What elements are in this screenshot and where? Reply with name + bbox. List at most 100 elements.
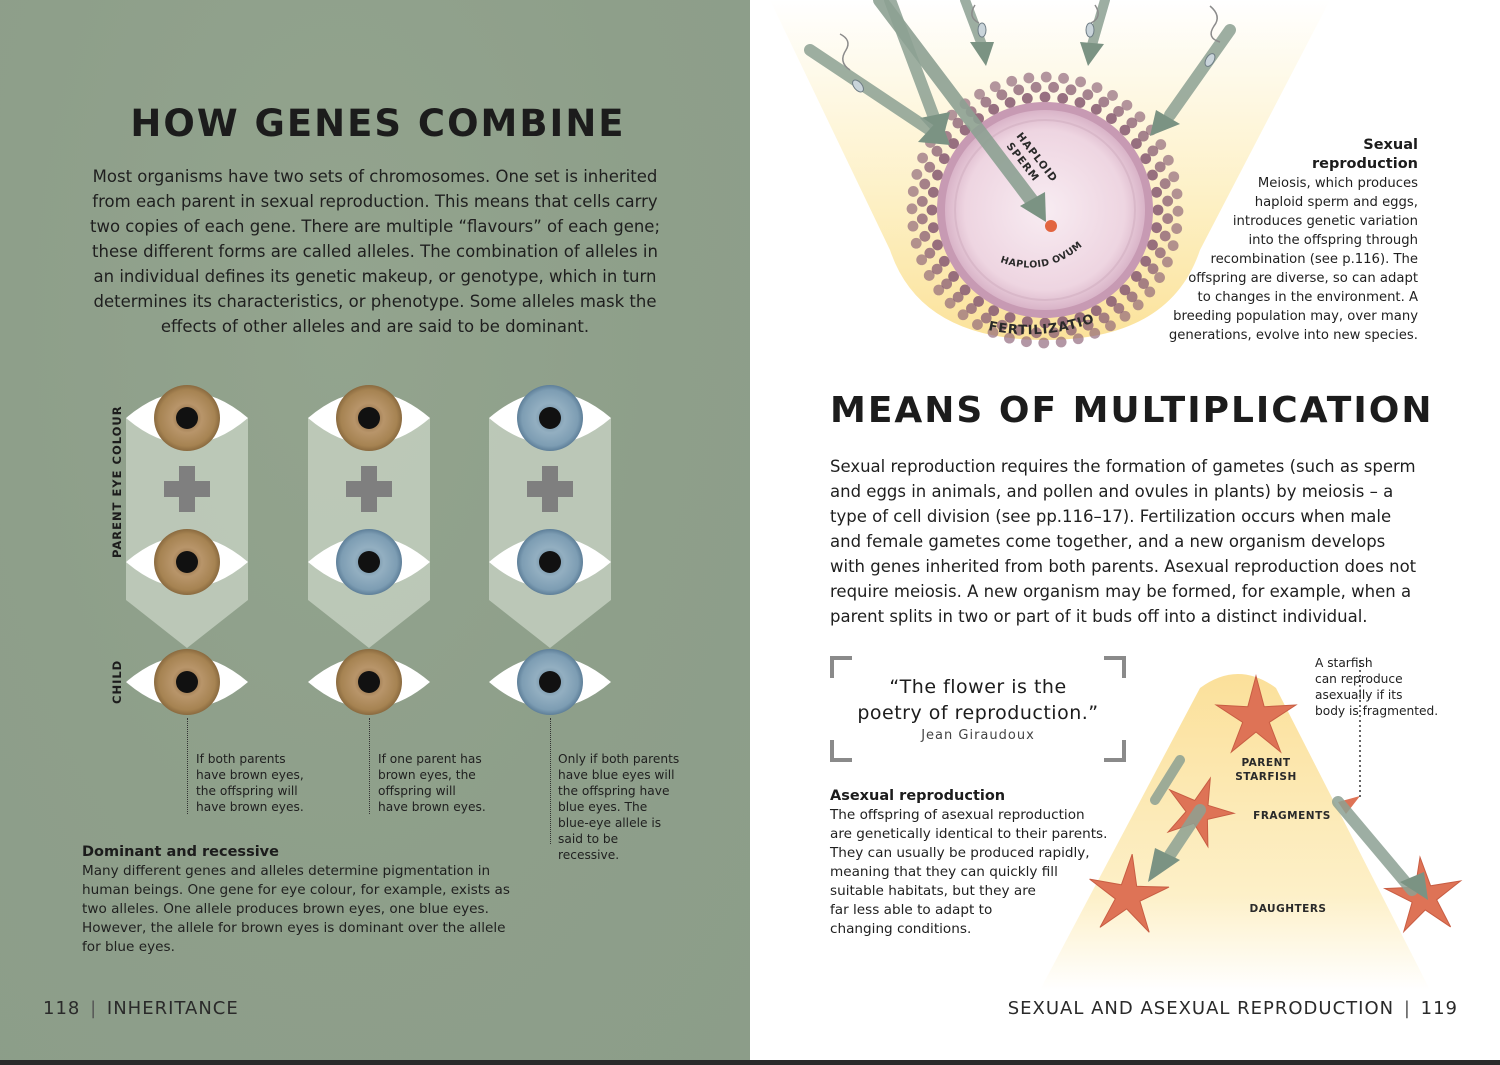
folio-left: 118 | INHERITANCE <box>43 998 239 1019</box>
corona-cell <box>1138 278 1149 289</box>
corona-cell <box>1113 302 1125 314</box>
asexual-line: meaning that they can quickly fill <box>830 864 1058 880</box>
asexual-line: changing conditions. <box>830 921 972 937</box>
corona-cell <box>941 278 953 290</box>
corona-cell <box>1147 263 1159 275</box>
corona-cell <box>938 255 950 267</box>
eye-icon <box>308 649 430 715</box>
corona-cell <box>1021 92 1033 104</box>
dominant-heading: Dominant and recessive <box>82 844 279 860</box>
corona-cell <box>1013 324 1025 336</box>
eye-icon <box>489 649 611 715</box>
corona-cell <box>1171 188 1183 200</box>
corona-cell <box>996 89 1008 101</box>
corona-cell <box>1113 106 1124 117</box>
corona-cell <box>1159 178 1171 190</box>
asexual-line: suitable habitats, but they are <box>830 883 1036 899</box>
corona-cell <box>924 247 936 259</box>
corona-cell <box>980 96 992 108</box>
corona-cell <box>1152 204 1164 216</box>
corona-cell <box>1038 337 1050 349</box>
sexual-heading-1: Sexual <box>1363 137 1418 153</box>
corona-cell <box>924 161 936 173</box>
corona-cell <box>1119 124 1131 136</box>
folio-right: SEXUAL AND ASEXUAL REPRODUCTION | 119 <box>1007 998 1458 1019</box>
corona-cell <box>916 254 928 266</box>
corona-cell <box>1030 327 1042 339</box>
corona-cell <box>1021 316 1033 328</box>
corona-cell <box>1131 138 1142 149</box>
sexual-line: breeding population may, over many <box>1173 309 1418 324</box>
corona-cell <box>923 270 935 281</box>
corona-cell <box>919 178 931 190</box>
corona-cell <box>931 263 943 275</box>
corona-cell <box>1021 336 1032 348</box>
asexual-line: are genetically identical to their paren… <box>830 826 1108 842</box>
parent-starfish-icon <box>1214 674 1298 754</box>
corona-cell <box>1172 205 1184 217</box>
corona-cell <box>1039 317 1051 329</box>
corona-cell <box>973 296 984 307</box>
corona-cell <box>1162 195 1174 207</box>
corona-cell <box>1055 336 1067 348</box>
corona-cell <box>952 291 964 303</box>
eye-icon <box>489 529 611 595</box>
sperm-arrow <box>1080 0 1110 66</box>
corona-cell <box>919 230 931 242</box>
sexual-line: Meiosis, which produces <box>1257 176 1418 191</box>
starfish-illustration: PARENT STARFISH FRAGMENTS DAUGHTERS <box>1040 660 1463 990</box>
right-page: HAPLOID SPERM HAPLOID OVUM FERTILIZATION… <box>750 0 1500 1065</box>
section-name-right: SEXUAL AND ASEXUAL REPRODUCTION <box>1007 998 1395 1019</box>
corona-cell <box>911 169 923 180</box>
corona-cell <box>1171 223 1183 234</box>
corona-cell <box>907 186 919 197</box>
corona-cell <box>1075 76 1086 88</box>
bottom-edge <box>0 1060 1500 1065</box>
asexual-lines: The offspring of asexual reproduction ar… <box>830 806 1120 939</box>
sperm-arrow <box>804 44 950 145</box>
corona-cell <box>1151 222 1163 234</box>
corona-cell <box>1090 305 1102 317</box>
label-daughters: DAUGHTERS <box>1250 903 1327 915</box>
label-child: CHILD <box>110 659 124 704</box>
corona-cell <box>1089 327 1101 339</box>
corona-cell <box>931 145 943 157</box>
corona-cell <box>1168 171 1180 183</box>
corona-cell <box>927 222 939 234</box>
corona-cell <box>1147 145 1159 157</box>
sexual-line: offspring are diverse, so can adapt <box>1188 271 1418 286</box>
eye-icon <box>308 529 430 595</box>
corona-cell <box>932 239 943 251</box>
sexual-line: introduces genetic variation <box>1232 214 1418 229</box>
corona-cell <box>1004 97 1016 108</box>
section-name-left: INHERITANCE <box>106 998 239 1019</box>
corona-cell <box>996 319 1008 331</box>
ovum-nucleus <box>1045 220 1057 232</box>
corona-cell <box>1154 272 1165 283</box>
corona-cell <box>1131 271 1142 282</box>
corona-cell <box>1151 186 1163 198</box>
corona-cell <box>932 169 943 181</box>
corona-cell <box>1147 169 1158 181</box>
corona-cell <box>1074 312 1086 323</box>
sexual-lines: Meiosis, which produces haploid sperm an… <box>1150 174 1418 345</box>
corona-cell <box>1023 72 1035 84</box>
corona-cell <box>1162 154 1174 166</box>
corona-cell <box>1090 103 1102 115</box>
label-parent-eye-colour: PARENT EYE COLOUR <box>110 405 124 558</box>
corona-cell <box>1004 312 1016 323</box>
corona-cell <box>1072 333 1084 345</box>
starfish-note: A starfish can reproduce asexually if it… <box>1315 655 1445 719</box>
sexual-reproduction-caption: Sexual reproduction Meiosis, which produ… <box>1150 136 1418 345</box>
corona-cell <box>957 309 969 321</box>
corona-cell <box>1057 92 1069 104</box>
daughter-starfish-icon <box>1089 854 1170 933</box>
corona-cell <box>1048 81 1060 93</box>
caption-column-3: Only if both parents have blue eyes will… <box>558 752 680 862</box>
corona-cell <box>1048 327 1060 339</box>
starfish-cone <box>1040 674 1430 990</box>
corona-cell <box>1134 111 1146 123</box>
corona-cell <box>1154 247 1166 259</box>
corona-cell <box>1098 96 1110 108</box>
corona-cell <box>1107 90 1118 101</box>
